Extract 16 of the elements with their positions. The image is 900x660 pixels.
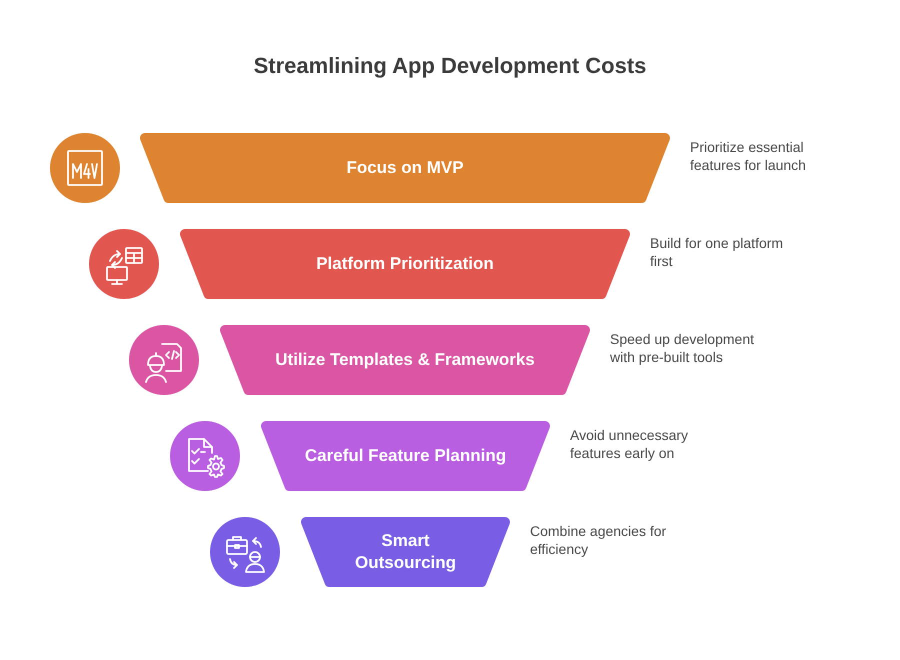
band-title: Focus on MVP (346, 157, 464, 179)
band-title: Smart Outsourcing (354, 530, 458, 574)
band-title: Careful Feature Planning (304, 445, 506, 467)
description-text: Avoid unnecessary features early on (570, 426, 690, 462)
band-title: Utilize Templates & Frameworks (275, 349, 535, 371)
funnel-band (220, 325, 590, 395)
funnel-band (180, 229, 630, 299)
funnel-band (301, 517, 510, 587)
description-text: Build for one platform first (650, 234, 784, 270)
funnel-band (140, 133, 670, 203)
description-text: Prioritize essential features for launch (690, 138, 807, 174)
band-title: Platform Prioritization (316, 253, 494, 275)
funnel-band (261, 421, 550, 491)
description-text: Combine agencies for efficiency (530, 522, 668, 558)
diagram-title: Streamlining App Development Costs (254, 53, 646, 79)
description-text: Speed up development with pre-built tools (610, 330, 755, 366)
